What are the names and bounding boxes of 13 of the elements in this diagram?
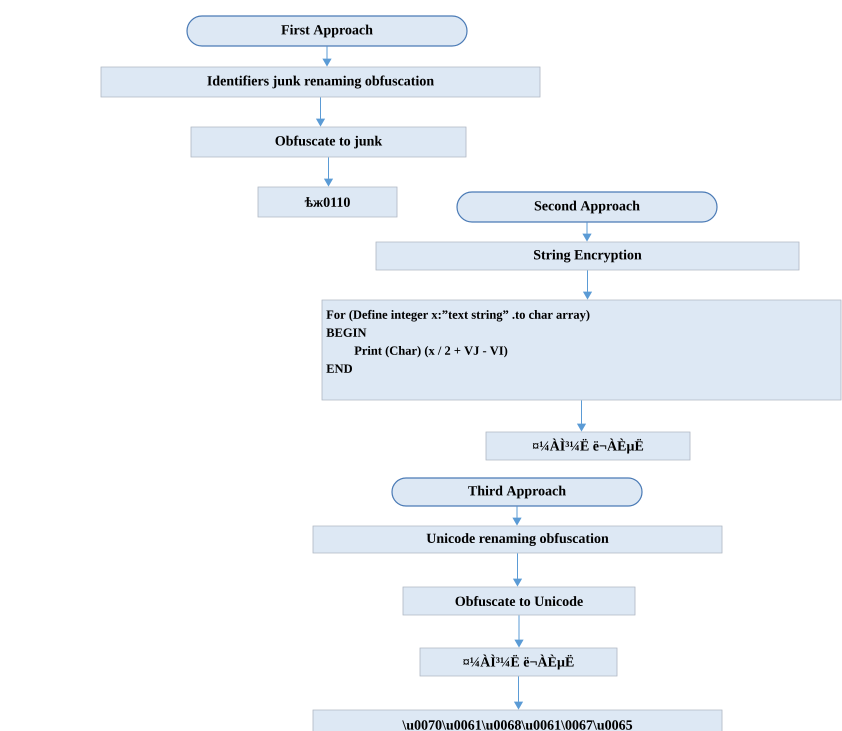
process-box: String Encryption	[376, 242, 800, 270]
process-box: Obfuscate to junk	[190, 126, 466, 158]
process-box: \u0070\u0061\u0068\u0061\0067\u0065	[312, 710, 722, 731]
code-box: For (Define integer x:”text string” .to char array) BEGIN Print (Char) (x / 2 + VJ - VI) END	[322, 300, 842, 400]
terminal-box: First Approach	[186, 15, 468, 47]
process-box: Identifiers junk renaming obfuscation	[100, 66, 540, 98]
process-box: Obfuscate to Unicode	[402, 586, 636, 616]
terminal-box: Second Approach	[456, 191, 718, 223]
process-box: ¤¼ÀÌ³¼Ë ë¬ÀÈµË	[420, 648, 618, 676]
process-box: ¤¼ÀÌ³¼Ë ë¬ÀÈµË	[486, 432, 690, 460]
process-box: Unicode renaming obfuscation	[312, 526, 722, 554]
process-box: ѣж0110	[258, 186, 398, 218]
terminal-box: Third Approach	[391, 477, 643, 507]
